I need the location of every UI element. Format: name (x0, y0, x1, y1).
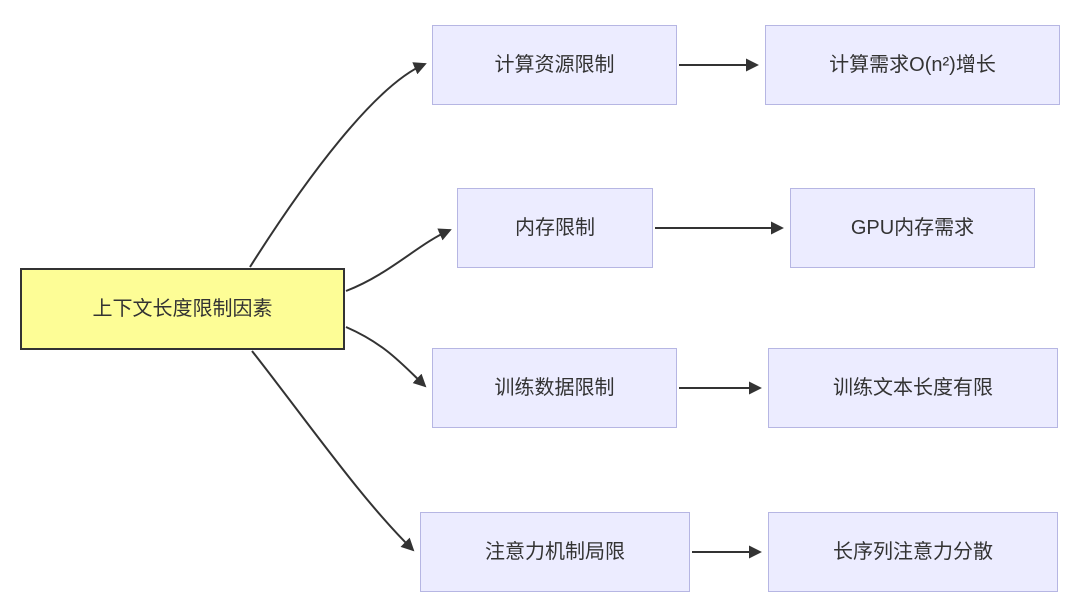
node-training-text-length-limited: 训练文本长度有限 (768, 348, 1058, 428)
node-compute-demand-growth: 计算需求O(n²)增长 (765, 25, 1060, 105)
node-compute-resource-limit: 计算资源限制 (432, 25, 677, 105)
edge-root-to-compute-limit (249, 62, 427, 268)
node-attention-mechanism-limit: 注意力机制局限 (420, 512, 690, 592)
node-memory-limit: 内存限制 (457, 188, 653, 268)
node-root-context-length-factors: 上下文长度限制因素 (20, 268, 345, 350)
node-training-data-limit: 训练数据限制 (432, 348, 677, 428)
node-gpu-memory-demand: GPU内存需求 (790, 188, 1035, 268)
edge-root-to-memory-limit (345, 228, 452, 292)
node-long-sequence-attention-dispersion: 长序列注意力分散 (768, 512, 1058, 592)
edge-root-to-training-data-limit (345, 326, 427, 388)
edge-root-to-attention-limit (251, 350, 415, 552)
